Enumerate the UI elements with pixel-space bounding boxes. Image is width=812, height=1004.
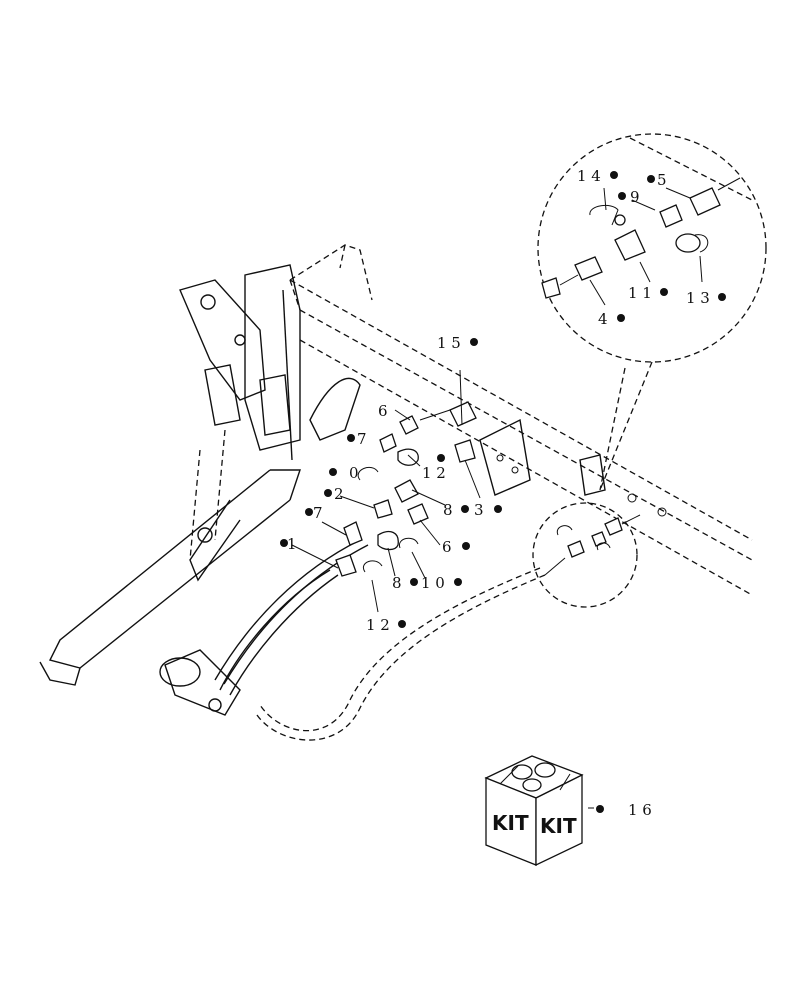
callout-13: 1 3 xyxy=(686,289,710,307)
leader-lines xyxy=(291,409,481,613)
callout-16: 1 6 xyxy=(628,801,652,819)
callout-3: 3 xyxy=(474,501,484,519)
hitch-frame xyxy=(39,244,753,686)
dot-10a xyxy=(329,468,337,476)
dot-8a xyxy=(461,505,469,513)
callout-2: 2 xyxy=(334,485,344,503)
callout-numbers: 1 4 9 5 1 1 1 3 4 1 5 6 7 0 1 2 2 8 3 7 … xyxy=(287,167,710,819)
kit-label-right: KIT xyxy=(540,814,577,838)
callout-9: 9 xyxy=(630,188,640,206)
callout-7a: 7 xyxy=(357,430,367,448)
dot-14 xyxy=(610,171,618,179)
callout-6a: 6 xyxy=(378,402,388,420)
dot-4 xyxy=(617,314,625,322)
callout-6b: 6 xyxy=(442,538,452,556)
callout-8a: 8 xyxy=(443,501,453,519)
dot-15 xyxy=(470,338,478,346)
dot-9 xyxy=(618,192,626,200)
dot-3 xyxy=(494,505,502,513)
callout-15: 1 5 xyxy=(437,334,461,352)
dot-16 xyxy=(596,805,604,813)
kit-label-left: KIT xyxy=(492,811,529,835)
dot-1 xyxy=(280,539,288,547)
dot-12b xyxy=(398,620,406,628)
callout-5: 5 xyxy=(657,171,667,189)
callout-4: 4 xyxy=(598,310,608,328)
callout-14: 1 4 xyxy=(577,167,601,185)
callout-10a: 0 xyxy=(349,464,359,482)
dot-10b xyxy=(454,578,462,586)
callout-12b: 1 2 xyxy=(366,616,390,634)
detail-circle-large xyxy=(537,133,767,491)
callout-12a: 1 2 xyxy=(422,464,446,482)
callout-11: 1 1 xyxy=(628,284,652,302)
dot-7a xyxy=(347,434,355,442)
callout-dots xyxy=(280,171,726,813)
detail-circle-small xyxy=(532,502,641,608)
dot-6b xyxy=(462,542,470,550)
dot-7b xyxy=(305,508,313,516)
callout-8b: 8 xyxy=(392,574,402,592)
dot-13 xyxy=(718,293,726,301)
dot-11 xyxy=(660,288,668,296)
dot-8b xyxy=(410,578,418,586)
center-fittings xyxy=(335,369,477,577)
dot-12a xyxy=(437,454,445,462)
dot-5 xyxy=(647,175,655,183)
kit-box: KIT KIT xyxy=(484,755,594,867)
callout-1: 1 xyxy=(287,535,297,553)
dot-2 xyxy=(324,489,332,497)
callout-7b: 7 xyxy=(313,504,323,522)
callout-10b: 1 0 xyxy=(421,574,445,592)
